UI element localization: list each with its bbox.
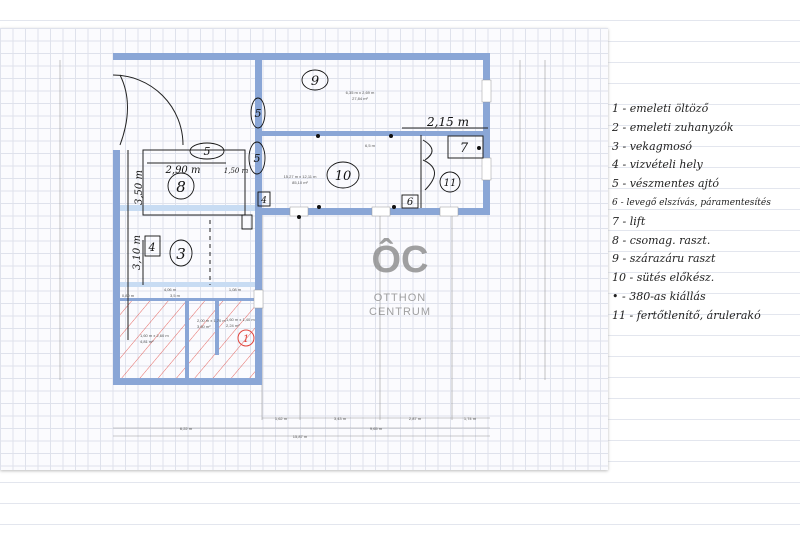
legend-item: 8 - csomag. raszt.	[612, 233, 711, 247]
logo-mark: ÔC	[372, 236, 429, 281]
label-9: 9	[311, 74, 319, 89]
dim: 1,62 m	[275, 416, 288, 421]
legend-item: 7 - lift	[612, 214, 646, 228]
legend-item: 10 - sütés előkész.	[612, 271, 715, 285]
label-4: 4	[148, 241, 156, 254]
room10-area: 85,10 m²	[292, 180, 308, 185]
label-5: 5	[254, 152, 261, 165]
dim: 0,80 m	[122, 293, 135, 298]
dim: 3,5 m	[170, 293, 181, 298]
legend-item: 5 - vészmentes ajtó	[612, 177, 719, 191]
label-width: 2,90 m	[165, 165, 201, 176]
logo-line1: OTTHON	[374, 292, 426, 304]
wc1-area: 4,81 m²	[140, 339, 154, 344]
label-8: 8	[176, 178, 186, 196]
legend-item: 6 - levegő elszívás, páramentesítés	[612, 197, 771, 208]
label-height: 3,50 m	[134, 170, 145, 205]
dim: 1,08 m	[229, 287, 242, 292]
label-3: 3	[176, 245, 186, 263]
label-height: 3,10 m	[132, 235, 143, 270]
label-7: 7	[460, 141, 469, 156]
otthon-centrum-logo: ÔC OTTHON CENTRUM	[369, 236, 431, 318]
label-4: 4	[260, 196, 267, 206]
label-10: 10	[335, 169, 352, 184]
label-6: 6	[407, 197, 414, 208]
room10-size: 15,27 m x 12,11 m	[284, 174, 318, 179]
legend-item: 9 - szárazáru raszt	[612, 252, 716, 266]
wc2-area: 3,60 m²	[197, 324, 211, 329]
legend-item: 3 - vekagmosó	[612, 139, 693, 153]
handwritten-legend: 1 - emeleti öltöző 2 - emeleti zuhanyzók…	[612, 100, 800, 326]
label-width: 1,50 m	[224, 167, 249, 175]
wc2-size: 2,00 m x 1,70 m	[197, 318, 226, 323]
floor-plan: 6,35 m x 2,69 m 27,84 m² 15,27 m x 12,11…	[0, 28, 608, 470]
room9-area: 27,84 m²	[352, 96, 368, 101]
dim: 6,22 m	[180, 426, 193, 431]
label-5: 5	[204, 145, 211, 158]
room9-size: 6,35 m x 2,69 m	[346, 90, 375, 95]
label-11: 11	[444, 178, 457, 189]
dim: 1,74 m	[464, 416, 477, 421]
dim: 3,43 m	[334, 416, 347, 421]
wc1-size: 1,60 m x 2,60 m	[140, 333, 169, 338]
legend-item: 4 - vizvételi hely	[612, 158, 703, 172]
dimension-lines	[59, 60, 546, 437]
floor-plan-drawing: 6,35 m x 2,69 m 27,84 m² 15,27 m x 12,11…	[59, 53, 546, 439]
legend-item: 11 - fertőtlenítő, árulerakó	[612, 308, 761, 322]
label-width: 2,15 m	[426, 115, 469, 129]
dim: 6,5 m	[365, 143, 376, 148]
legend-item: 2 - emeleti zuhanyzók	[612, 120, 734, 134]
wc3-size: 1,60 m x 1,40 m	[226, 317, 255, 322]
label-1: 1	[243, 334, 249, 345]
dim: 4,06 m	[164, 287, 177, 292]
dim: 15,87 m	[293, 434, 308, 439]
wc3-area: 2,24 m²	[226, 323, 240, 328]
dim: 9,65 m	[370, 426, 383, 431]
dim: 2,87 m	[409, 416, 422, 421]
legend-item: 1 - emeleti öltöző	[612, 102, 709, 115]
legend-item: • - 380-as kiállás	[612, 289, 706, 303]
label-5: 5	[255, 107, 262, 120]
logo-line2: CENTRUM	[369, 306, 431, 318]
